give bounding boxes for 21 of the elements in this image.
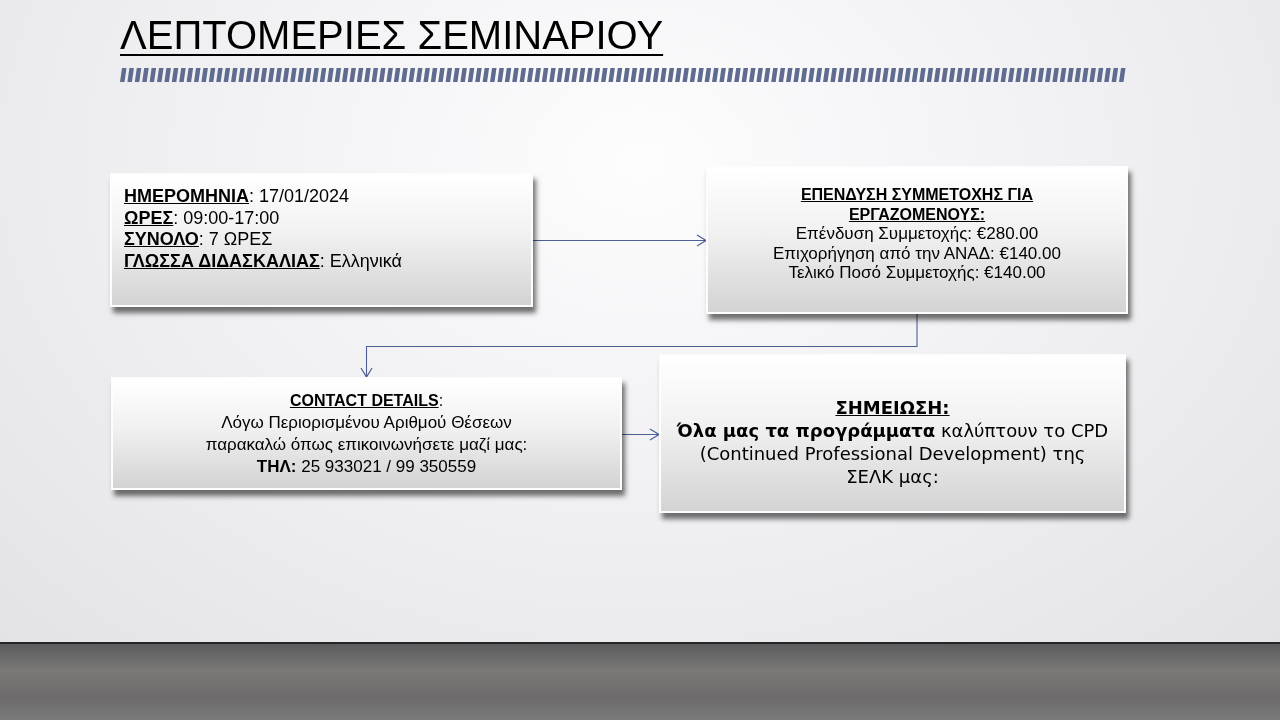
body-text: ΤΗΛ: 25 933021 / 99 350559 [256, 455, 477, 478]
body-text: Τελικό Ποσό Συμμετοχής: €140.00 [787, 263, 1047, 283]
box-heading: ΣΗΜΕΙΩΣΗ: [834, 396, 951, 419]
body-text: Επένδυση Συμμετοχής: €280.00 [794, 224, 1040, 244]
detail-text: ΗΜΕΡΟΜΗΝΙΑ: 17/01/2024 [124, 186, 351, 208]
info-box [706, 166, 1128, 314]
box-heading: ΕΠΕΝΔΥΣΗ ΣΥΜΜΕΤΟΧΗΣ ΓΙΑ ΕΡΓΑΖΟΜΕΝΟΥΣ: [799, 185, 1035, 224]
note-box [659, 354, 1126, 513]
info-box [110, 173, 533, 307]
detail-text: ΓΛΩΣΣΑ ΔΙΔΑΣΚΑΛΙΑΣ: Ελληνικά [124, 250, 403, 272]
connector-arrow [360, 313, 918, 378]
detail-text: ΩΡΕΣ: 09:00-17:00 [124, 207, 281, 229]
body-text: Επιχορήγηση από την ΑΝΑΔ: €140.00 [772, 243, 1062, 263]
detail-text: ΣΥΝΟΛΟ: 7 ΩΡΕΣ [124, 229, 274, 251]
connector-arrow [621, 428, 660, 441]
slide-title: ΛΕΠΤΟΜΕΡΙΕΣ ΣΕΜΙΝΑΡΙΟΥ [120, 12, 664, 58]
body-text: Λόγω Περιορισμένου Αριθμού Θέσεων παρακαλώ όπως επικοινωνήσετε μαζί μας: [204, 411, 529, 456]
box-heading: CONTACT DETAILS: [288, 390, 445, 411]
info-box [111, 377, 622, 490]
note-text: Όλα μας τα προγράμματα καλύπτουν το CPD (Continued Professional Development) της ΣΕΛΚ μας: [675, 419, 1110, 488]
connector-arrow [532, 234, 707, 247]
